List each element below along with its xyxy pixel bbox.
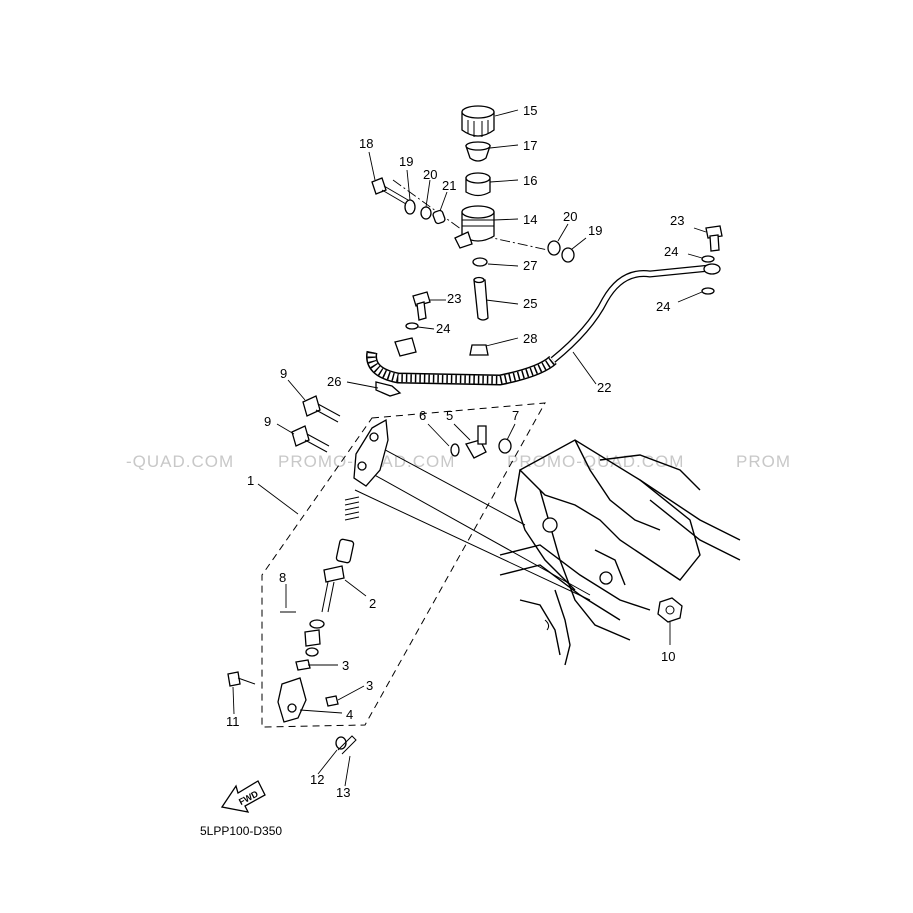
callout-18: 18 <box>359 136 373 151</box>
collar-21 <box>432 209 446 225</box>
leader-lines <box>232 109 707 787</box>
callout-26: 26 <box>327 374 341 389</box>
callout-3b: 3 <box>366 678 373 693</box>
hose-clamp-27 <box>472 257 488 267</box>
washer-20a <box>420 206 432 220</box>
hose-clamp-28 <box>469 344 489 356</box>
callout-9a: 9 <box>280 366 287 381</box>
circlip-7 <box>498 438 512 454</box>
washer-19b <box>561 247 575 263</box>
callout-15: 15 <box>523 103 537 118</box>
brake-pipe <box>550 263 721 363</box>
hose-holder-26 <box>375 381 402 397</box>
watermark-text: PROMO-QUAD.COM <box>507 452 684 471</box>
bolt-9a <box>302 395 341 423</box>
callout-20a: 20 <box>423 167 437 182</box>
reservoir <box>454 205 495 249</box>
callout-9b: 9 <box>264 414 271 429</box>
callout-22: 22 <box>597 380 611 395</box>
callout-1: 1 <box>247 473 254 488</box>
gasket-24b <box>701 255 715 263</box>
callout-16: 16 <box>523 173 537 188</box>
callout-10: 10 <box>661 649 675 664</box>
clevis <box>277 677 307 723</box>
union-bolt-23a <box>412 291 431 321</box>
cylinder-kit <box>280 496 360 657</box>
vehicle-frame <box>499 439 741 666</box>
forward-arrow-icon: FWD <box>220 780 266 813</box>
bolt-9b <box>291 425 330 453</box>
washer-19a <box>404 199 416 215</box>
callout-25: 25 <box>523 296 537 311</box>
callout-24b: 24 <box>664 244 678 259</box>
nut-3a <box>295 659 311 671</box>
pin-11 <box>227 671 256 687</box>
callout-28: 28 <box>523 331 537 346</box>
diaphragm <box>465 172 491 197</box>
watermark-text: PROM <box>736 452 791 471</box>
hose-joint-5 <box>465 425 487 459</box>
cotter-pin-13 <box>337 735 357 755</box>
callout-12: 12 <box>310 772 324 787</box>
assembly-outline <box>261 402 546 728</box>
brake-hose <box>366 337 557 386</box>
callout-21: 21 <box>442 178 456 193</box>
watermark-text: -QUAD.COM <box>126 452 234 471</box>
nut-3b <box>325 695 339 707</box>
gasket-24c <box>701 287 715 295</box>
reservoir-hose <box>473 276 489 321</box>
callout-4: 4 <box>346 707 353 722</box>
master-cylinder-body <box>353 418 389 487</box>
centre-lines <box>354 179 591 601</box>
callout-27: 27 <box>523 258 537 273</box>
nut-10 <box>657 597 683 623</box>
callout-6: 6 <box>419 408 426 423</box>
callout-3a: 3 <box>342 658 349 673</box>
diagram-code: 5LPP100-D350 <box>200 824 282 838</box>
diaphragm-plate <box>465 141 491 162</box>
gasket-24a <box>405 322 419 330</box>
callout-24c: 24 <box>656 299 670 314</box>
callout-19a: 19 <box>399 154 413 169</box>
callout-24a: 24 <box>436 321 450 336</box>
reservoir-cap <box>461 105 495 137</box>
callouts: 15 17 16 14 27 25 28 18 19 20 21 20 19 2… <box>226 103 684 800</box>
callout-20b: 20 <box>563 209 577 224</box>
callout-7: 7 <box>512 408 519 423</box>
union-bolt-23b <box>705 225 723 252</box>
o-ring-6 <box>450 443 460 457</box>
callout-23a: 23 <box>447 291 461 306</box>
callout-5: 5 <box>446 408 453 423</box>
washer-20b <box>547 240 561 256</box>
callout-19b: 19 <box>588 223 602 238</box>
callout-17: 17 <box>523 138 537 153</box>
screw-18 <box>371 177 409 205</box>
watermark: -QUAD.COM PROMO-QUAD.COM PROMO-QUAD.COM … <box>126 452 791 471</box>
callout-8: 8 <box>279 570 286 585</box>
callout-13: 13 <box>336 785 350 800</box>
callout-11: 11 <box>226 714 240 729</box>
callout-14: 14 <box>523 212 537 227</box>
callout-23b: 23 <box>670 213 684 228</box>
callout-2: 2 <box>369 596 376 611</box>
washer-12 <box>335 736 347 750</box>
